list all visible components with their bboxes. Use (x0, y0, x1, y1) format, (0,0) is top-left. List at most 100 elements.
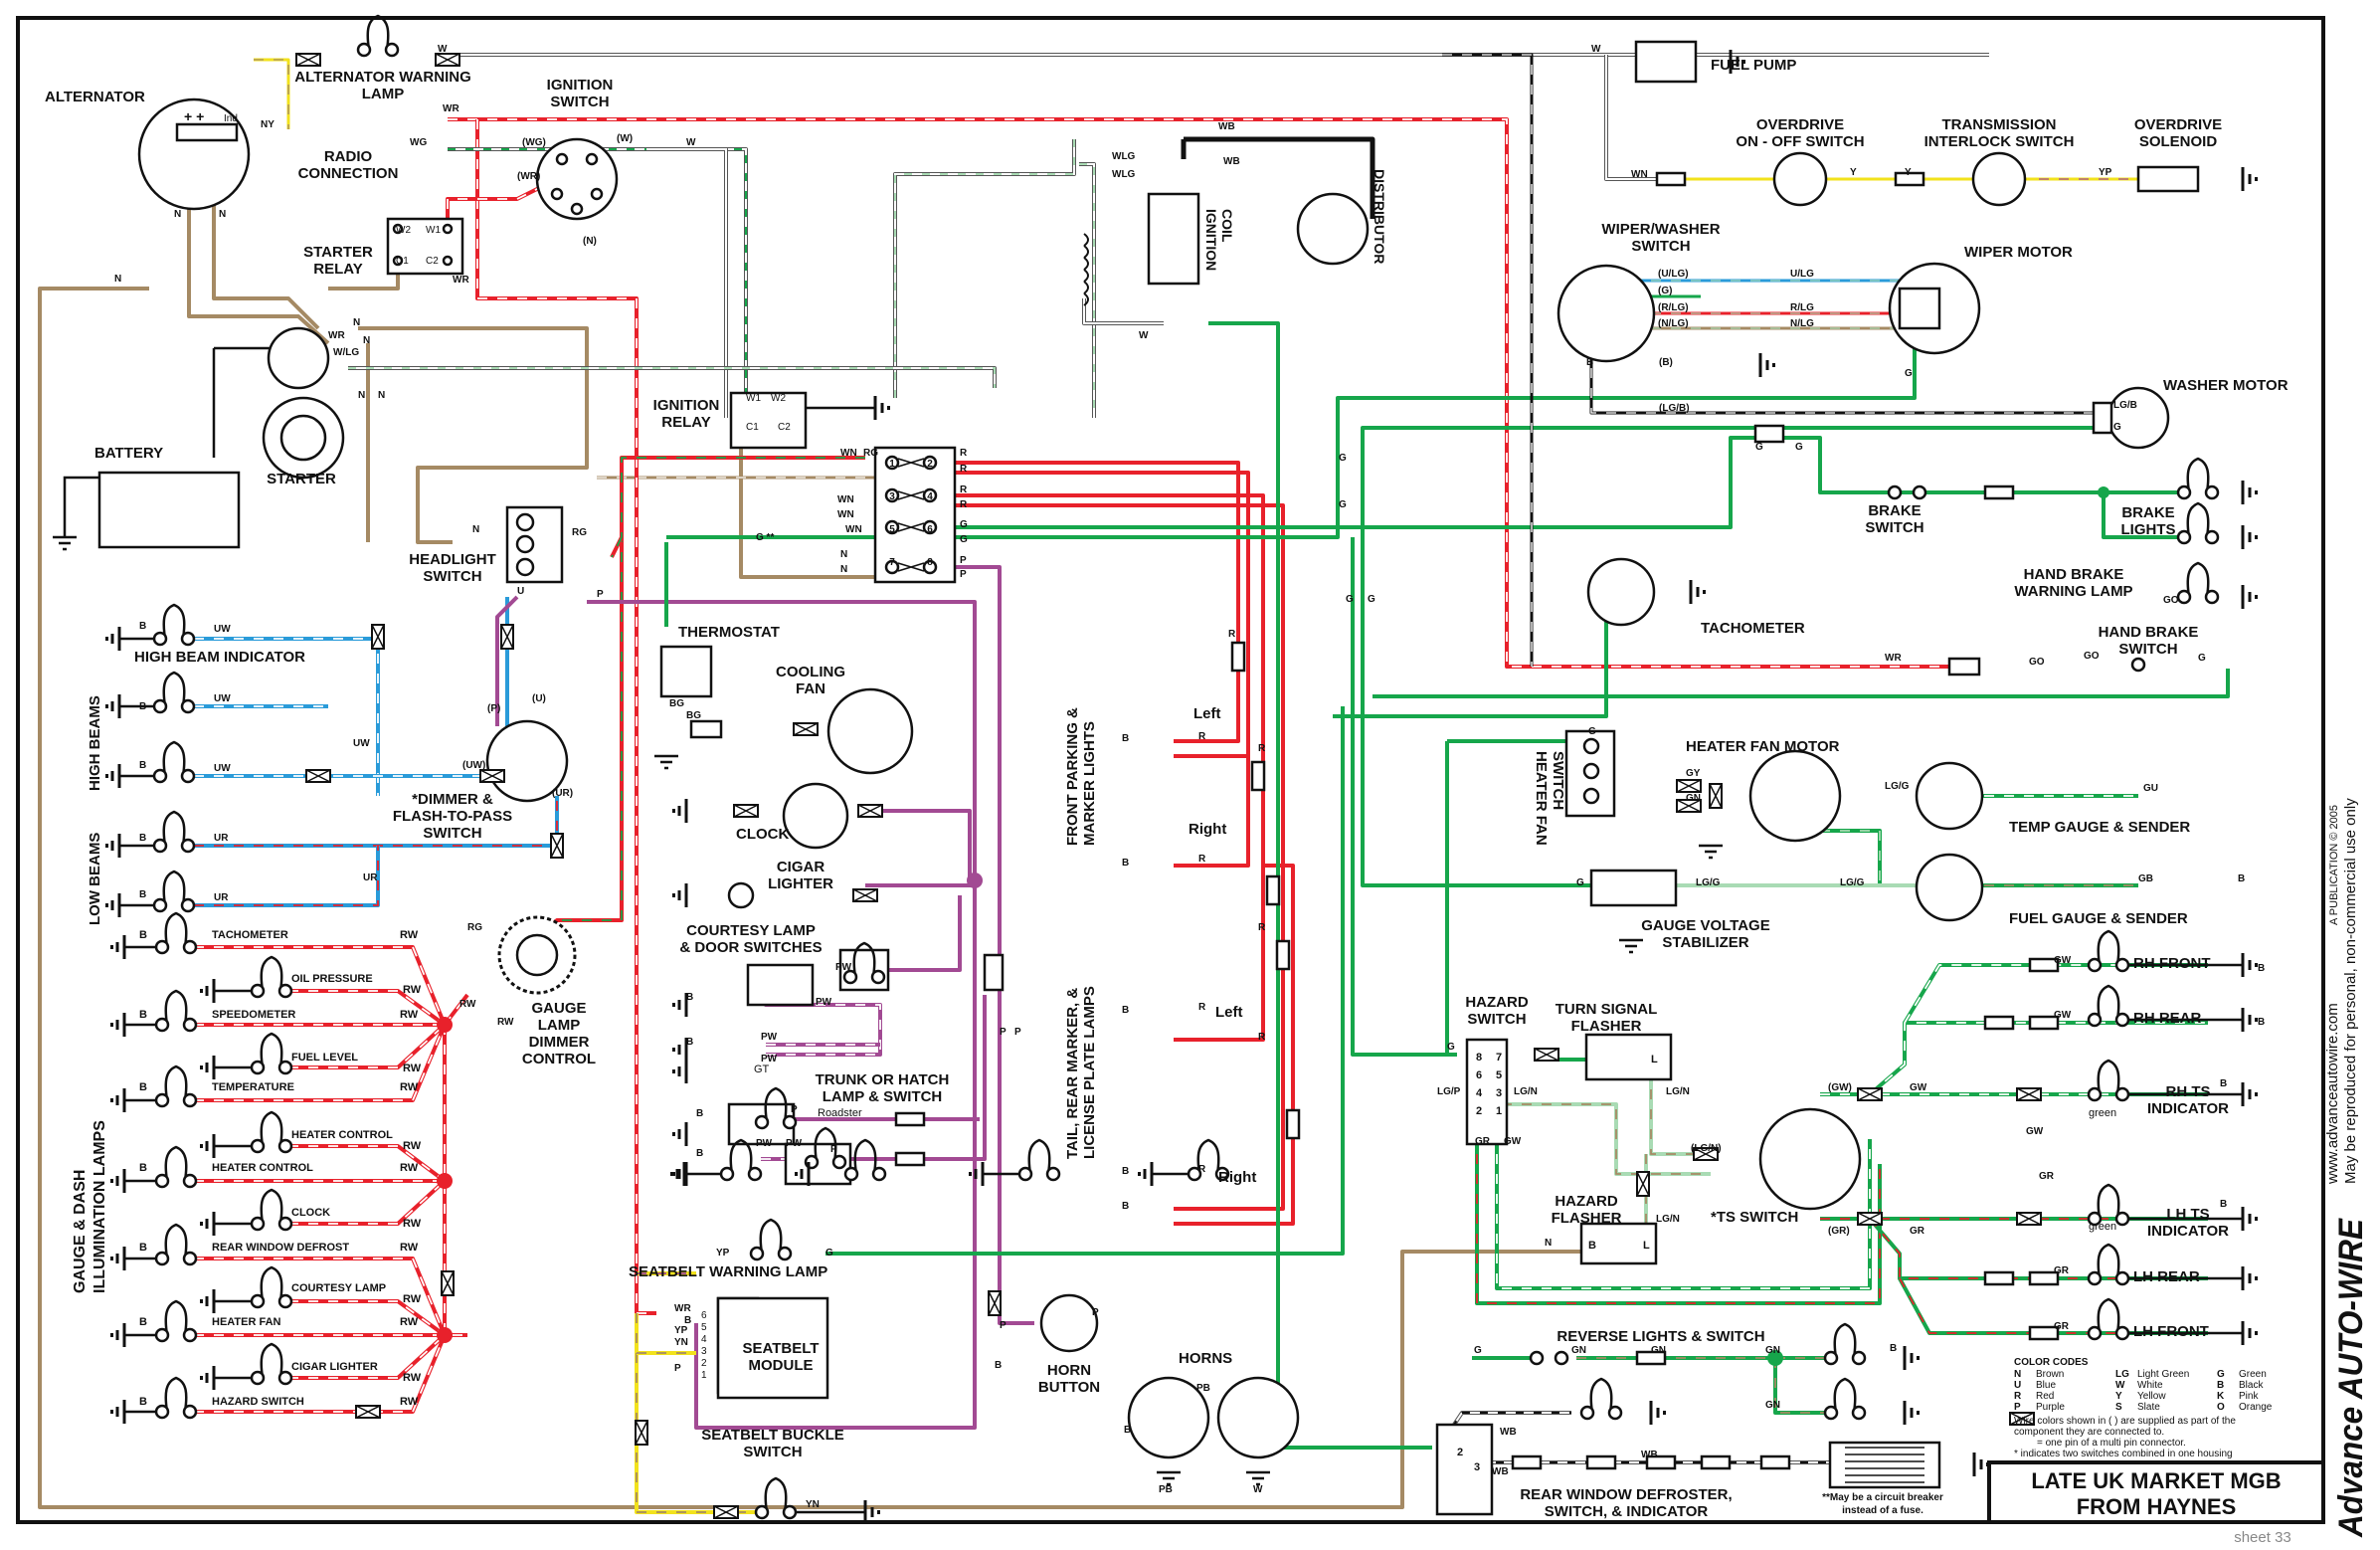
wire-code: YN (674, 1337, 688, 1348)
connector-pin-icon (1857, 1212, 1883, 1226)
lamp-icon (2087, 929, 2130, 973)
wire-code: (N/LG) (1658, 318, 1689, 329)
lamp-terminal (2176, 529, 2192, 545)
fuse-icon (1645, 1454, 1677, 1470)
gauge-lamp-label: HEATER CONTROL (212, 1162, 313, 1174)
ground-bars (205, 1056, 216, 1079)
diagram-border (16, 16, 2325, 1524)
ignition-switch-label: SWITCH (550, 94, 609, 110)
ground-code: B (139, 1009, 147, 1021)
reverse-lights-label: REVERSE LIGHTS & SWITCH (1556, 1328, 1764, 1345)
pin-label: 1 (889, 459, 895, 470)
color-name: Purple (2036, 1402, 2065, 1413)
lamp-terminal (182, 1404, 198, 1420)
wire-code: (GW) (1828, 1082, 1852, 1093)
wire-code: RG (467, 922, 482, 933)
pin-label: 5 (1496, 1069, 1502, 1081)
connector-cross (852, 888, 878, 902)
ground-icon (105, 893, 121, 917)
wire-code: RG (572, 527, 587, 538)
connector-cross (500, 624, 514, 650)
cooling-fan-label: COOLING (776, 664, 845, 680)
wire-tracer (288, 1300, 446, 1336)
connector-cross (2016, 1212, 2042, 1226)
lamp-terminal (754, 1504, 770, 1520)
ground-dot (200, 1222, 203, 1226)
wire-code: G (2198, 653, 2206, 664)
wire (587, 600, 977, 1430)
ground-icon (2241, 1321, 2258, 1345)
connector-cross (355, 1405, 381, 1419)
lamp-filament (853, 1138, 877, 1175)
ground-bars (677, 1060, 688, 1083)
wire-code: PB (1159, 1484, 1173, 1495)
wire (865, 809, 972, 885)
wire (955, 436, 2188, 529)
wire-code: GW (2054, 955, 2072, 966)
fuse-terminal (884, 519, 900, 535)
fuse-terminal (922, 519, 938, 535)
fuse-icon (1275, 939, 1291, 971)
wire-code: RW (497, 1017, 514, 1028)
ground-icon (654, 754, 678, 770)
wire-code: R (1258, 1032, 1266, 1043)
wire-code: WR (328, 330, 345, 341)
ground-icon (200, 1289, 216, 1313)
wire-code: N (114, 274, 121, 285)
heater-fan-motor-icon (1748, 749, 1842, 843)
wire-code: UR (363, 872, 378, 883)
wire-code: WG (410, 137, 427, 148)
fuse-icon (983, 953, 1005, 992)
ground-icon (1903, 1401, 1920, 1425)
ground-icon (1903, 1346, 1920, 1370)
ground-dot (200, 1066, 203, 1069)
brake-switch-label: BRAKE (1868, 502, 1921, 519)
ground-bars (205, 1289, 216, 1313)
wire-code: LG/N (1666, 1086, 1690, 1097)
ground-icon (672, 993, 688, 1017)
wire-code: N (174, 209, 181, 220)
gauge-lamp-label: CIGAR LIGHTER (291, 1361, 378, 1373)
lamp-filament (814, 1126, 837, 1163)
ground-icon (873, 396, 890, 420)
wire-code: WLG (1112, 169, 1136, 180)
ground-dot (110, 1333, 113, 1337)
cigar-lighter-label: CIGAR (777, 859, 825, 875)
lamp-terminal (152, 698, 168, 714)
fuse-icon (1635, 1350, 1667, 1366)
lamp-terminal (182, 1173, 198, 1189)
ground-dot (110, 1179, 113, 1183)
lamp-filament (164, 1145, 188, 1182)
horn-button-label: HORN (1047, 1362, 1091, 1379)
horns-label: HORNS (1179, 1350, 1232, 1367)
ground-icon (110, 1400, 126, 1424)
turn-signal-flasher-label: TURN SIGNAL (1556, 1001, 1658, 1018)
wire-tracer (288, 1180, 446, 1225)
wire-code: YN (806, 1499, 820, 1510)
connector-pin-icon (793, 722, 819, 736)
turn-signal-flasher-icon (1584, 1033, 1673, 1081)
wire-code: LG/B (2113, 400, 2137, 411)
ground-bars (2241, 1266, 2252, 1290)
ground-icon (110, 1088, 126, 1112)
color-code: U (2014, 1380, 2021, 1391)
wire-code: W/LG (333, 347, 359, 358)
wire-code: B (1122, 733, 1129, 744)
hazard-switch-icon (1465, 1038, 1509, 1146)
gauge-lamp-label: CLOCK (291, 1207, 330, 1219)
ground-dot (1917, 1356, 1920, 1360)
wiper-motor-label: WIPER MOTOR (1964, 244, 2073, 261)
color-codes-note: component they are connected to. (2014, 1427, 2164, 1438)
starter-motor-inner (279, 414, 327, 462)
diode-icon (1947, 657, 1981, 677)
lamp-terminal (154, 939, 170, 955)
ground-icon (1246, 1470, 1270, 1486)
wire-code: G (1474, 1345, 1482, 1356)
ground-bars (115, 1400, 126, 1424)
lamp-filament (2186, 457, 2210, 493)
wire-code: B (1122, 858, 1129, 869)
rh-rear-label: RH REAR (2133, 1010, 2202, 1027)
seatbelt-module-icon (716, 1296, 829, 1400)
lamp-terminal (754, 1114, 770, 1130)
